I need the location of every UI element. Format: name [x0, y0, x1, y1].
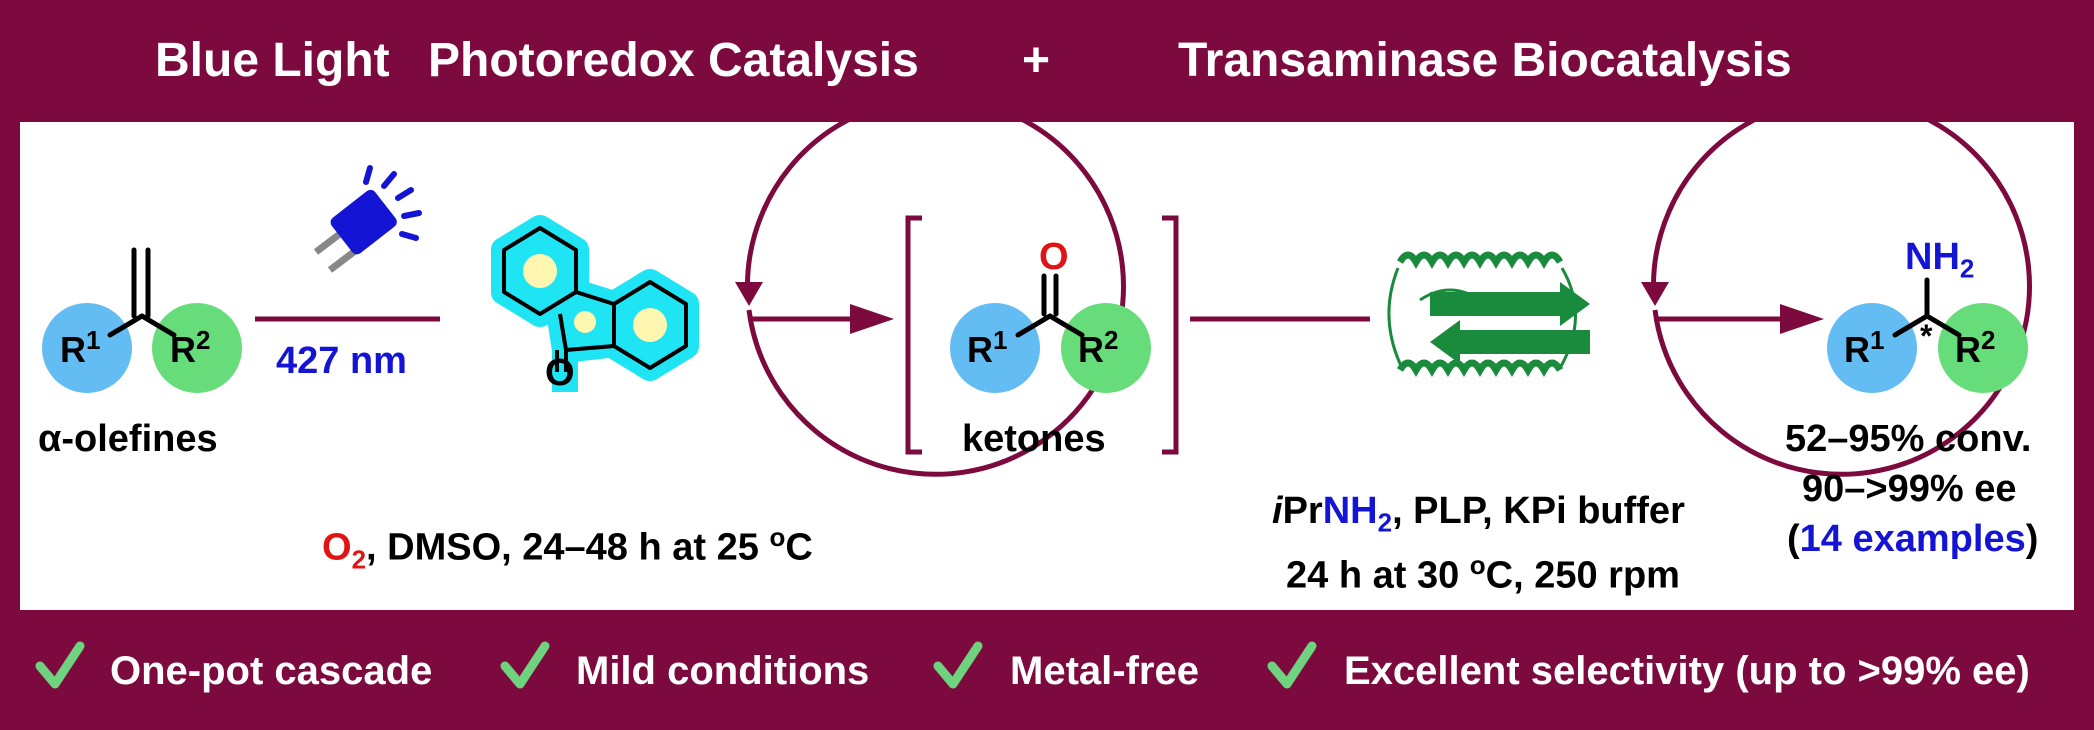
ketone-r1-circle: [950, 303, 1040, 393]
led-light-icon: [313, 165, 422, 273]
r2-group-circle: [152, 303, 242, 393]
conversion-label: 52–95% conv.: [1785, 418, 2032, 460]
r1-label: R: [60, 329, 86, 370]
feature-mild: Mild conditions: [576, 649, 870, 693]
product-r1-label: R: [1844, 329, 1870, 370]
ketone-r1-label: R: [967, 329, 993, 370]
feature-selectivity: Excellent selectivity (up to >99% ee): [1344, 649, 2030, 693]
step2-conditions-line2: 24 h at 30 oC, 250 rpm: [1286, 550, 1680, 597]
check-icon: [1267, 641, 1317, 689]
header-blue-light: Blue Light: [155, 34, 390, 87]
product-amine-group: NH2: [1905, 236, 1975, 284]
product-r2-label: R: [1955, 329, 1981, 370]
fluorenone-catalyst: [491, 215, 699, 392]
ketone-oxygen: O: [1039, 236, 1069, 278]
ketone-r2-circle: [1061, 303, 1151, 393]
substrate-label: α-olefines: [38, 418, 218, 460]
biocatalysis-cycle: [1651, 95, 2032, 477]
catalyst-oxygen: O: [545, 352, 575, 394]
check-icon: [500, 641, 550, 689]
examples-label: (14 examples): [1787, 518, 2039, 560]
header-plus: +: [1022, 34, 1051, 87]
stereocenter-star: *: [1920, 318, 1933, 354]
arrow-head: [850, 304, 894, 334]
step2-conditions-line1: iPrNH2, PLP, KPi buffer: [1272, 490, 1685, 538]
feature-metal-free: Metal-free: [1010, 649, 1199, 693]
ketone-r2-label: R: [1078, 329, 1104, 370]
intermediate-label: ketones: [962, 418, 1106, 460]
check-icon: [35, 641, 85, 689]
step1-conditions: O2, DMSO, 24–48 h at 25 oC: [322, 522, 813, 575]
header-transaminase: Transaminase Biocatalysis: [1178, 34, 1792, 87]
ee-label: 90–>99% ee: [1802, 468, 2017, 510]
product-r1-circle: [1827, 303, 1917, 393]
arrow-head: [1780, 304, 1824, 334]
wavelength-label: 427 nm: [276, 340, 407, 382]
r1-group-circle: [42, 303, 132, 393]
check-icon: [933, 641, 983, 689]
header-photoredox: Photoredox Catalysis: [428, 34, 919, 87]
r2-label: R: [170, 329, 196, 370]
feature-one-pot: One-pot cascade: [110, 649, 433, 693]
photoredox-cycle: [745, 95, 1126, 477]
product-r2-circle: [1938, 303, 2028, 393]
beta-sheet-icon: [1430, 282, 1590, 364]
